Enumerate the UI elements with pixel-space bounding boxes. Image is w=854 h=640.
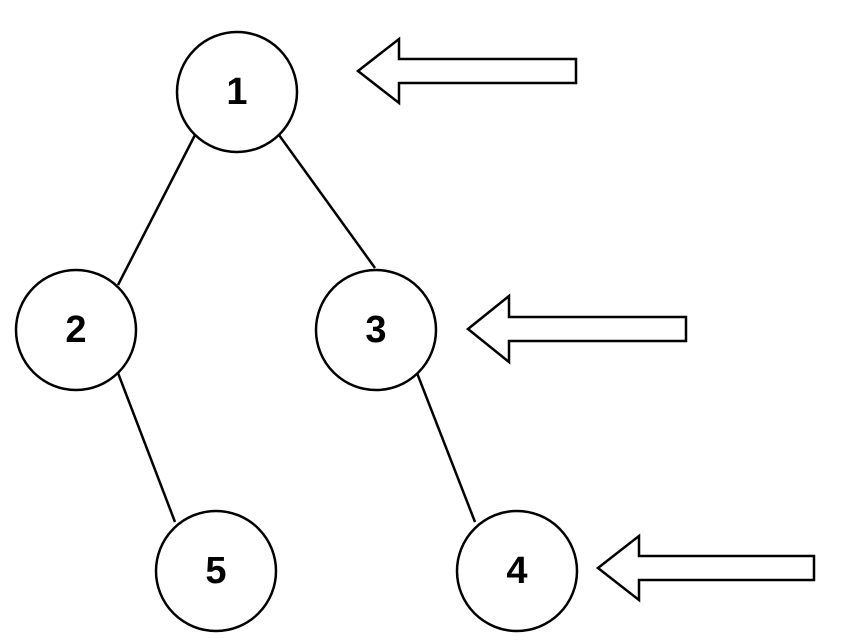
left-arrow-icon <box>466 293 688 365</box>
tree-node-3: 3 <box>314 268 438 392</box>
left-arrow-icon <box>595 533 816 603</box>
tree-node-5: 5 <box>154 509 278 633</box>
edge-2-5 <box>116 372 177 523</box>
edge-3-4 <box>415 372 477 523</box>
node-label: 3 <box>365 309 386 351</box>
tree-node-2: 2 <box>14 268 138 392</box>
node-label: 5 <box>205 550 226 592</box>
edge-1-3 <box>277 134 377 269</box>
node-circle <box>14 268 138 392</box>
tree-node-4: 4 <box>455 509 579 633</box>
left-arrow-icon <box>355 36 578 106</box>
node-label: 4 <box>506 550 527 592</box>
node-circle <box>455 509 579 633</box>
node-circle <box>175 30 299 154</box>
edge-1-2 <box>116 134 197 286</box>
node-circle <box>314 268 438 392</box>
tree-node-1: 1 <box>175 30 299 154</box>
node-label: 2 <box>65 309 86 351</box>
node-label: 1 <box>226 71 247 113</box>
node-circle <box>154 509 278 633</box>
